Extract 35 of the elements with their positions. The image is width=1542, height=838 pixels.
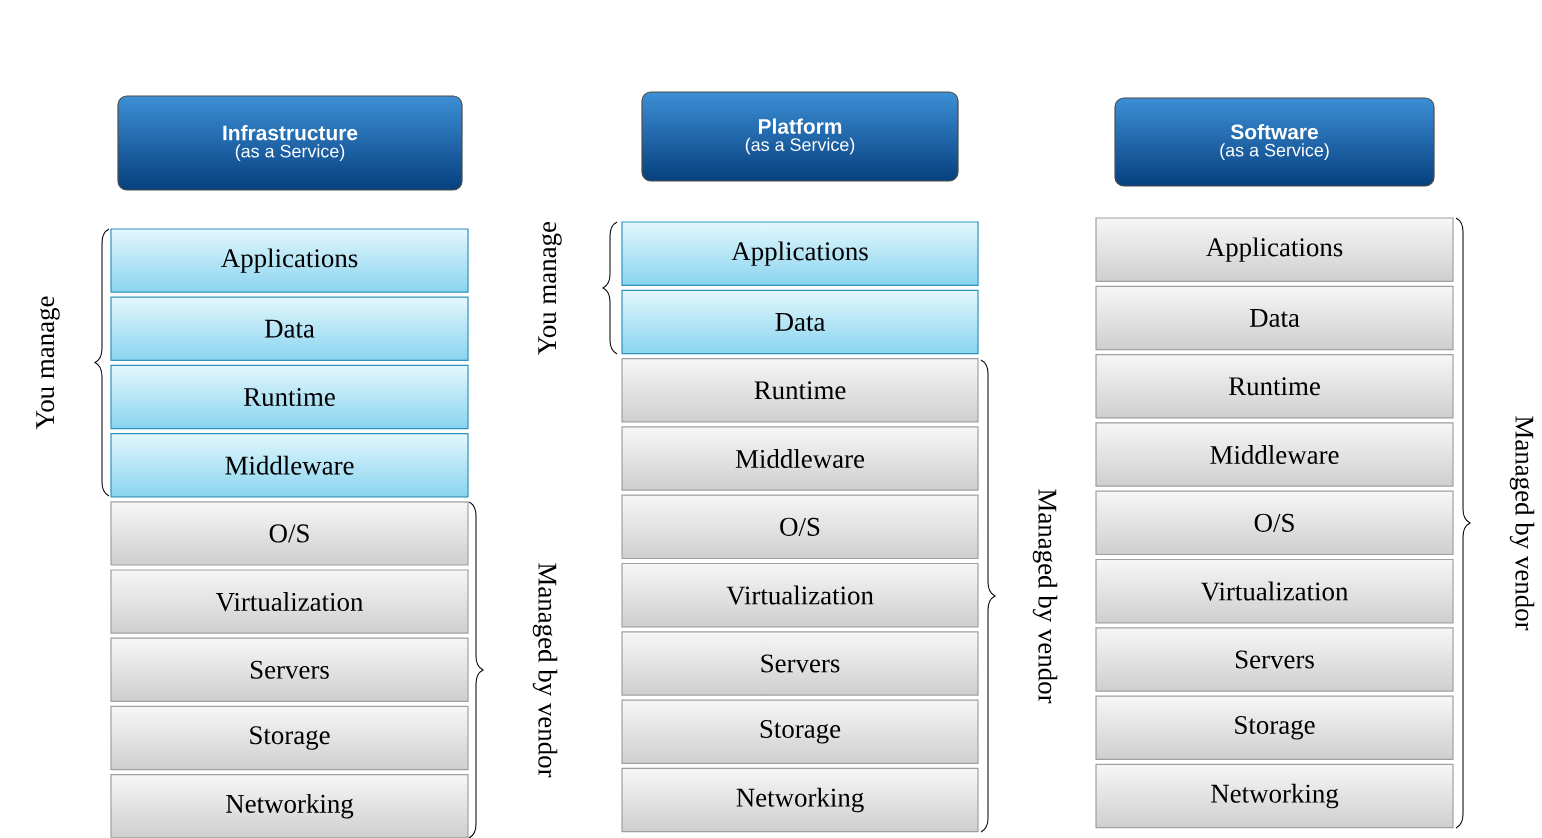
vendor-managed-layer: Networking (110, 774, 469, 838)
brace-label: Managed by vendor (1032, 489, 1058, 704)
header-box: Platform (as a Service) (641, 91, 959, 182)
vendor-managed-layer: O/S (621, 494, 979, 560)
brace-label: You manage (538, 221, 562, 355)
vendor-managed-layer: Servers (110, 637, 469, 702)
brace-label: Managed by vendor (532, 563, 558, 778)
vendor-managed-layer: O/S (1095, 490, 1454, 556)
vendor-managed-layer: Storage (621, 699, 979, 764)
user-managed-layer: Middleware (110, 433, 469, 498)
vendor-managed-layer: Virtualization (621, 562, 979, 628)
header-box: Infrastructure (as a Service) (117, 95, 463, 191)
vendor-managed-layer: Networking (621, 767, 979, 833)
vendor-managed-layer: Storage (110, 705, 469, 771)
vendor-managed-layer: Applications (1095, 217, 1454, 282)
vendor-managed-layer: Runtime (621, 358, 979, 423)
user-managed-layer: Runtime (110, 364, 469, 430)
vendor-managed-layer: O/S (110, 501, 469, 566)
vendor-managed-layer: Middleware (621, 426, 979, 491)
user-managed-layer: Applications (621, 221, 979, 286)
user-managed-layer: Data (621, 289, 979, 355)
vendor-managed-layer: Networking (1095, 763, 1454, 829)
vendor-managed-layer: Data (1095, 285, 1454, 351)
vendor-managed-layer: Virtualization (1095, 558, 1454, 624)
vendor-managed-layer: Servers (1095, 627, 1454, 692)
vendor-managed-layer: Virtualization (110, 569, 469, 634)
user-managed-layer: Applications (110, 228, 469, 293)
vendor-managed-layer: Servers (621, 631, 979, 696)
vendor-managed-layer: Runtime (1095, 354, 1454, 419)
vendor-managed-layer: Middleware (1095, 422, 1454, 487)
header-box: Software (as a Service) (1114, 97, 1435, 187)
brace-label: You manage (36, 296, 60, 430)
brace-label: Managed by vendor (1509, 416, 1535, 631)
user-managed-layer: Data (110, 296, 469, 361)
vendor-managed-layer: Storage (1095, 695, 1454, 760)
